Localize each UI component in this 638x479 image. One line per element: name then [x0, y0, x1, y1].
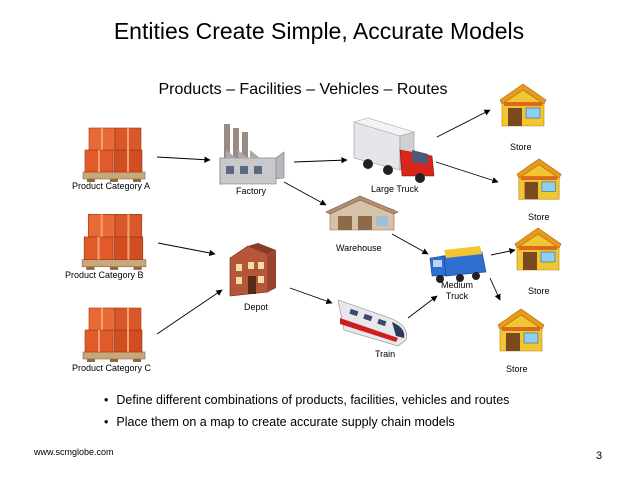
label-store-2: Store: [528, 212, 550, 222]
product-category-b-crates-icon: [81, 213, 147, 270]
large-truck-icon: [352, 117, 435, 183]
arrow-product-a-to-factory: [156, 156, 211, 163]
arrow-large-truck-to-store-2: [435, 161, 499, 184]
label-product-category-b: Product Category B: [65, 270, 144, 280]
slide-title: Entities Create Simple, Accurate Models: [113, 18, 525, 44]
label-train: Train: [375, 349, 396, 359]
store-1-icon: [499, 83, 547, 127]
label-factory: Factory: [236, 186, 267, 196]
arrow-train-to-medium-truck: [407, 295, 438, 319]
arrow-factory-to-large-truck: [293, 157, 348, 164]
bullet-list: Define different combinations of product…: [104, 393, 509, 437]
label-store-4: Store: [506, 364, 528, 374]
label-large-truck: Large Truck: [371, 184, 419, 194]
product-category-c-crates-icon: [81, 306, 147, 362]
factory-icon: [219, 124, 285, 185]
store-2-icon: [516, 158, 562, 200]
arrow-medium-truck-to-store-3: [490, 248, 516, 256]
label-store-1: Store: [510, 142, 532, 152]
footer-url: www.scmglobe.com: [34, 447, 114, 457]
label-warehouse: Warehouse: [336, 243, 382, 253]
warehouse-icon: [325, 195, 399, 231]
arrow-depot-to-train: [289, 287, 333, 305]
label-store-3: Store: [528, 286, 550, 296]
arrow-product-c-to-depot: [156, 289, 223, 335]
bullet-item: Place them on a map to create accurate s…: [104, 415, 509, 429]
arrow-medium-truck-to-store-4: [489, 277, 501, 301]
label-depot: Depot: [244, 302, 269, 312]
page-number: 3: [596, 450, 603, 462]
arrow-product-b-to-depot: [157, 242, 216, 257]
arrow-large-truck-to-store-1: [436, 109, 491, 138]
arrow-warehouse-to-medium-truck: [391, 233, 429, 255]
label-product-category-c: Product Category C: [72, 363, 152, 373]
medium-truck-icon: [429, 246, 487, 283]
bullet-item: Define different combinations of product…: [104, 393, 509, 407]
label-medium-truck: Medium Truck: [440, 280, 473, 301]
slide-subtitle: Products – Facilities – Vehicles – Route…: [158, 81, 448, 98]
depot-icon: [229, 243, 276, 297]
store-3-icon: [514, 227, 562, 271]
arrow-factory-to-warehouse: [283, 181, 327, 206]
train-icon: [337, 299, 407, 347]
label-product-category-a: Product Category A: [72, 181, 151, 191]
product-category-a-crates-icon: [81, 126, 147, 182]
store-4-icon: [497, 308, 545, 352]
